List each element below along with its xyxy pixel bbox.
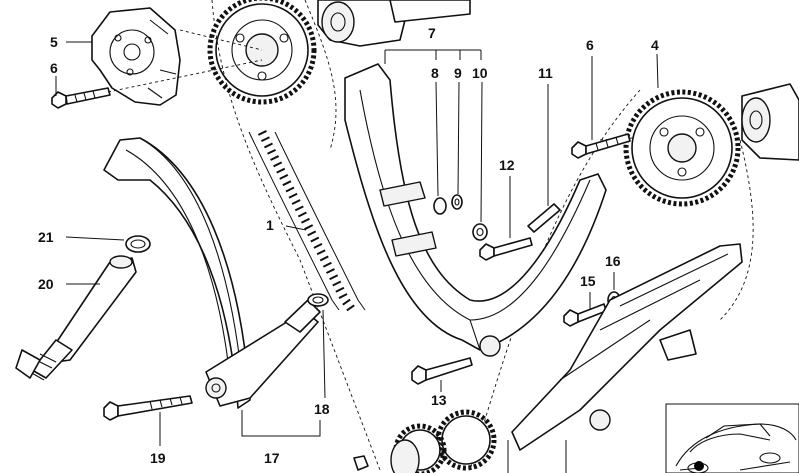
callout-21: 21 bbox=[38, 229, 54, 245]
part-18-sealing-ring[interactable] bbox=[307, 293, 329, 307]
intake-camshaft-end bbox=[317, 0, 471, 47]
callout-13: 13 bbox=[431, 392, 447, 408]
part-7-guide-rail[interactable] bbox=[344, 63, 607, 357]
part-4-exhaust-sprocket[interactable] bbox=[623, 89, 741, 207]
callout-18: 18 bbox=[314, 401, 330, 417]
vehicle-location-thumbnail bbox=[665, 403, 799, 473]
callout-19: 19 bbox=[150, 450, 166, 466]
intake-camshaft-sprocket[interactable] bbox=[207, 0, 317, 105]
callout-20: 20 bbox=[38, 276, 54, 292]
part-5-impulse-wheel[interactable] bbox=[91, 7, 181, 106]
part-13-bolt[interactable] bbox=[411, 357, 473, 385]
part-20-chain-tensioner[interactable] bbox=[15, 255, 137, 381]
part-10-washer[interactable] bbox=[472, 223, 488, 241]
callout-9: 9 bbox=[454, 65, 462, 81]
part-12-bolt[interactable] bbox=[479, 237, 533, 261]
lower-guide-rail[interactable] bbox=[511, 243, 743, 451]
part-19-bolt[interactable] bbox=[103, 395, 193, 421]
callout-15: 15 bbox=[580, 273, 596, 289]
callout-8: 8 bbox=[431, 65, 439, 81]
part-21-o-ring[interactable] bbox=[125, 235, 151, 253]
callout-10: 10 bbox=[472, 65, 488, 81]
callout-12: 12 bbox=[499, 157, 515, 173]
part-17-tensioner-rail[interactable] bbox=[103, 137, 321, 409]
part-8-spacer[interactable] bbox=[433, 197, 447, 215]
callout-5: 5 bbox=[50, 34, 58, 50]
callout-4: 4 bbox=[651, 37, 659, 53]
callout-6-right: 6 bbox=[586, 37, 594, 53]
part-15-bolt[interactable] bbox=[563, 303, 607, 327]
exhaust-camshaft-end bbox=[741, 83, 799, 161]
callout-7: 7 bbox=[428, 25, 436, 41]
part-6-bolt-right[interactable] bbox=[571, 133, 631, 159]
callout-1: 1 bbox=[266, 217, 274, 233]
callout-6-left: 6 bbox=[50, 60, 58, 76]
part-6-bolt-left[interactable] bbox=[51, 87, 111, 109]
callout-labels: 5 6 1 7 8 9 10 11 12 6 4 21 20 15 16 13 … bbox=[38, 25, 659, 466]
callout-11: 11 bbox=[538, 65, 553, 81]
callout-16: 16 bbox=[605, 253, 621, 269]
part-1-timing-chain[interactable] bbox=[248, 130, 366, 313]
leader-lines bbox=[55, 41, 659, 473]
part-11-dowel-pin[interactable] bbox=[527, 203, 561, 233]
crankshaft-sprocket bbox=[353, 409, 497, 473]
part-9-washer[interactable] bbox=[451, 194, 463, 210]
callout-17: 17 bbox=[264, 450, 280, 466]
